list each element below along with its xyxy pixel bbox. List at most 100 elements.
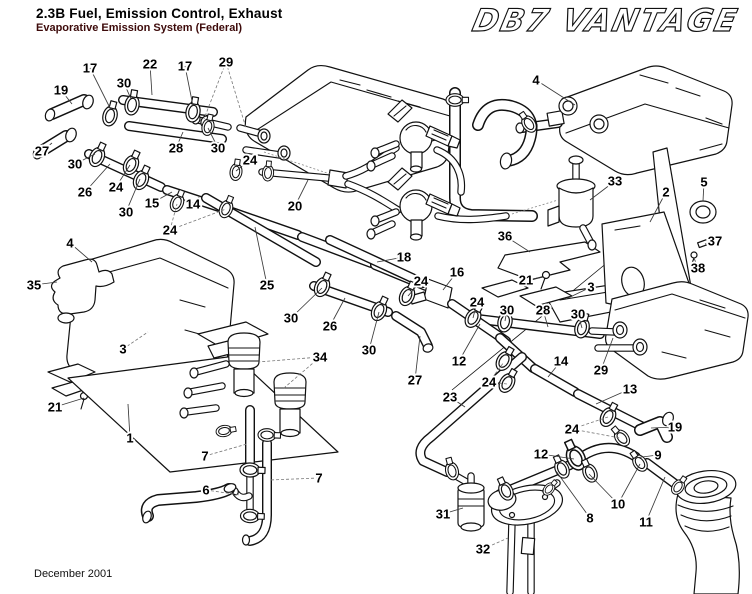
part-number-22: 22 (143, 57, 157, 72)
leader-line-34 (283, 356, 321, 389)
part-number-24: 24 (243, 153, 258, 168)
leader-line-17 (89, 67, 112, 111)
part-number-32: 32 (476, 542, 490, 557)
part-number-30: 30 (117, 76, 131, 91)
leader-line-25 (254, 226, 268, 286)
leader-line-29 (203, 61, 227, 120)
leader-line-15 (151, 191, 173, 204)
vent-tubes (141, 410, 267, 545)
part-number-17: 17 (178, 59, 192, 74)
leader-line-28 (542, 309, 549, 328)
screw-37 (697, 238, 711, 249)
part-number-30: 30 (211, 141, 225, 156)
leader-line-30 (290, 287, 323, 319)
leader-line-17 (184, 65, 194, 107)
leader-line-23 (449, 396, 466, 408)
part-number-25: 25 (260, 278, 274, 293)
part-number-14: 14 (186, 197, 201, 212)
leader-line-30 (504, 309, 508, 322)
part-number-6: 6 (202, 483, 209, 498)
part-number-4: 4 (66, 236, 74, 251)
leader-line-29 (600, 337, 614, 371)
part-number-30: 30 (362, 343, 376, 358)
screw-21-right (540, 270, 551, 290)
part-number-26: 26 (323, 319, 337, 334)
leader-line-30 (207, 127, 219, 149)
leader-line-30 (125, 178, 141, 213)
part-number-24: 24 (163, 223, 178, 238)
part-number-4: 4 (532, 73, 540, 88)
leader-line-7 (204, 443, 248, 457)
leader-line-21 (54, 397, 85, 408)
part-number-37: 37 (708, 234, 722, 249)
leader-line-27 (41, 142, 53, 152)
part-number-30: 30 (119, 205, 133, 220)
screw-38 (690, 251, 698, 267)
leader-line-4 (535, 79, 576, 106)
part-number-35: 35 (27, 278, 41, 293)
leader-line-28 (175, 131, 184, 149)
part-number-12: 12 (452, 354, 466, 369)
part-number-11: 11 (639, 515, 653, 530)
hose-run-upper-left (32, 94, 426, 286)
leader-line-34 (257, 356, 321, 363)
leader-line-19 (60, 89, 73, 105)
part-number-1: 1 (126, 431, 133, 446)
part-number-28: 28 (536, 303, 550, 318)
leader-line-24 (488, 381, 508, 385)
leader-line-13 (595, 388, 631, 405)
brand-logo: DB7 VANTAGE (469, 3, 743, 40)
part-number-20: 20 (288, 199, 302, 214)
part-number-36: 36 (498, 229, 512, 244)
leader-line-3 (122, 331, 149, 350)
part-number-27: 27 (408, 373, 422, 388)
leader-line-9 (633, 454, 659, 459)
part-number-26: 26 (78, 185, 92, 200)
filler-assembly (457, 448, 740, 594)
hose-run-middle (206, 148, 506, 353)
leader-line-2 (649, 191, 667, 223)
leader-line-29 (225, 61, 247, 129)
leader-line-5 (702, 181, 705, 202)
part-number-10: 10 (611, 497, 625, 512)
leader-line-26 (84, 163, 111, 193)
leader-line-7 (268, 477, 320, 481)
leader-line-36 (504, 235, 531, 253)
leader-line-33 (589, 180, 616, 201)
leader-line-14 (547, 360, 562, 378)
valve-cluster-34 (179, 321, 307, 438)
leader-line-16 (442, 271, 458, 291)
part-number-19: 19 (668, 420, 682, 435)
leader-line-24 (169, 203, 178, 231)
part-number-30: 30 (571, 307, 585, 322)
part-number-15: 15 (145, 196, 159, 211)
leader-line-30 (577, 313, 583, 329)
filler-neck (675, 470, 740, 594)
leader-line-24 (169, 208, 227, 231)
leader-line-19 (650, 426, 676, 429)
part-number-38: 38 (691, 261, 705, 276)
leader-line-3 (565, 286, 592, 300)
part-number-24: 24 (109, 180, 124, 195)
leader-line-12 (540, 453, 575, 460)
part-number-30: 30 (284, 311, 298, 326)
part-number-21: 21 (519, 273, 533, 288)
leader-line-24 (407, 280, 422, 297)
part-number-18: 18 (397, 250, 411, 265)
leader-line-12 (458, 323, 481, 362)
leader-line-14 (192, 195, 201, 205)
leader-line-11 (645, 476, 666, 523)
part-number-7: 7 (201, 449, 208, 464)
page-title: 2.3B Fuel, Emission Control, Exhaust (36, 6, 283, 21)
leader-line-1 (127, 403, 131, 439)
leader-line-37 (704, 240, 716, 245)
leader-line-21 (525, 276, 545, 281)
leader-line-35 (33, 281, 58, 286)
leader-line-27 (414, 335, 421, 381)
part-number-13: 13 (623, 382, 637, 397)
solenoid-valve-33 (547, 155, 597, 251)
leader-line-32 (482, 537, 509, 550)
